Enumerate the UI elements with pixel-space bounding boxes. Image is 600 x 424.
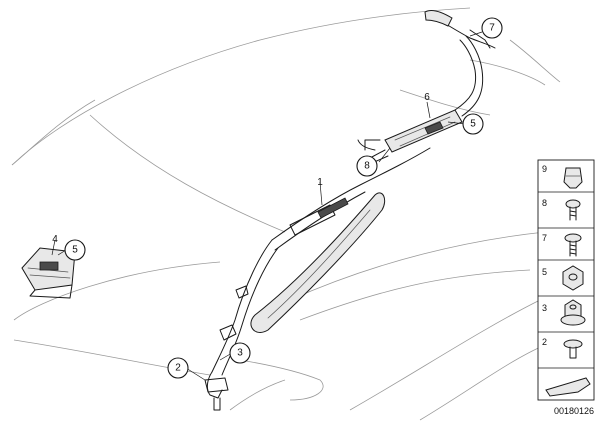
gas-generator-rail [357,9,496,164]
rivet-icon [563,339,583,359]
svg-text:1: 1 [317,177,323,188]
nut-icon [562,265,584,291]
callout-6: 6 [424,92,430,103]
svg-text:9: 9 [542,164,547,174]
drawing-number: 00180126 [554,406,594,416]
callout-8: 8 [356,155,378,177]
vehicle-body-outline [11,7,561,421]
svg-text:3: 3 [237,348,243,359]
panel-item-2: 2 [542,337,583,359]
clip-icon [563,167,583,189]
flange-nut-icon [560,299,586,326]
panel-item-3: 3 [542,299,586,326]
callout-2: 2 [167,357,189,379]
callout-1: 1 [317,177,323,188]
screw-icon [565,199,581,221]
svg-text:7: 7 [542,233,547,243]
callout-3: 3 [229,342,251,364]
svg-text:2: 2 [542,337,547,347]
side-airbag-module [21,247,76,299]
panel-item-7: 7 [542,233,582,257]
callout-5-left: 5 [64,239,86,261]
callout-5-right: 5 [462,113,484,135]
curtain-airbag [204,147,431,411]
svg-text:8: 8 [542,198,547,208]
parts-panel: 9 8 7 5 [537,159,595,401]
panel-item-8: 8 [542,198,581,221]
svg-text:7: 7 [489,23,495,34]
svg-text:4: 4 [52,234,58,245]
svg-text:5: 5 [542,267,547,277]
panel-item-9: 9 [542,164,583,189]
svg-text:5: 5 [72,245,78,256]
callout-7-top: 7 [481,17,503,39]
svg-text:6: 6 [424,92,430,103]
arrow-icon [545,377,591,397]
svg-text:5: 5 [470,119,476,130]
bolt-icon [564,233,582,257]
svg-text:8: 8 [364,161,370,172]
svg-text:2: 2 [175,363,181,374]
callout-4: 4 [52,234,58,245]
panel-item-5: 5 [542,265,584,291]
svg-text:3: 3 [542,303,547,313]
